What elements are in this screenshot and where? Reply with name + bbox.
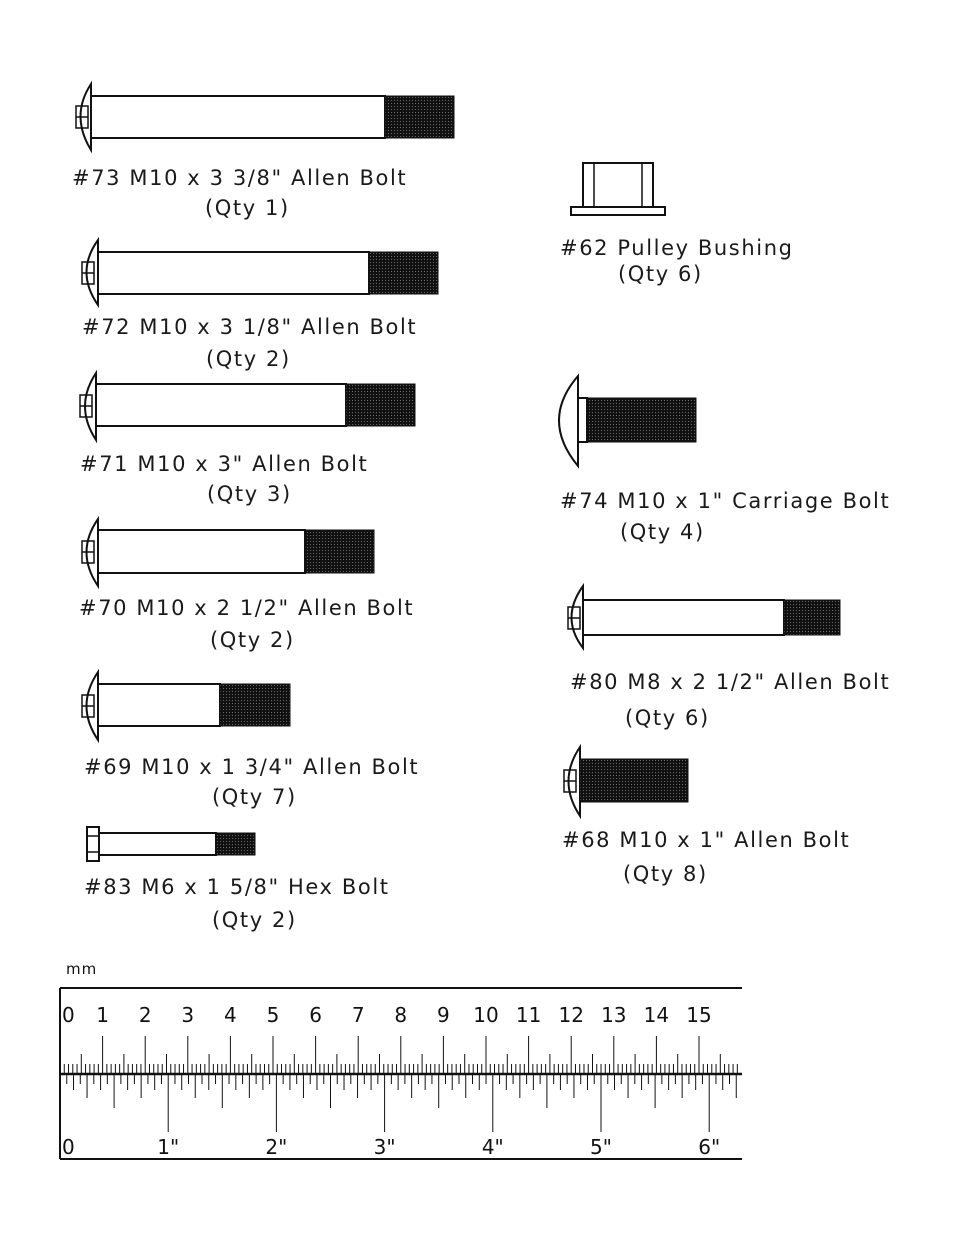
ruler-mm-unit: mm xyxy=(66,960,98,978)
bolt-80-drawing xyxy=(567,582,841,651)
part-69-qty: (Qty 7) xyxy=(212,785,297,809)
part-74-qty: (Qty 4) xyxy=(620,520,705,544)
part-72-label: #72 M10 x 3 1/8" Allen Bolt xyxy=(82,315,418,339)
bolt-69-drawing xyxy=(81,668,291,744)
cm-label: 8 xyxy=(394,1003,407,1027)
part-83-qty: (Qty 2) xyxy=(212,908,297,932)
cm-label: 10 xyxy=(473,1003,498,1027)
inch-label: 5" xyxy=(590,1135,612,1159)
part-71-label: #71 M10 x 3" Allen Bolt xyxy=(80,452,369,476)
inch-label: 6" xyxy=(698,1135,720,1159)
cm-label: 4 xyxy=(224,1003,237,1027)
part-70-label: #70 M10 x 2 1/2" Allen Bolt xyxy=(79,596,415,620)
part-68-qty: (Qty 8) xyxy=(623,862,708,886)
part-69-label: #69 M10 x 1 3/4" Allen Bolt xyxy=(84,755,420,779)
cm-label: 15 xyxy=(686,1003,711,1027)
part-68-label: #68 M10 x 1" Allen Bolt xyxy=(562,828,851,852)
part-70-qty: (Qty 2) xyxy=(210,628,295,652)
cm-label: 6 xyxy=(309,1003,322,1027)
cm-label: 1 xyxy=(96,1003,109,1027)
inch-label: 3" xyxy=(374,1135,396,1159)
cm-label: 12 xyxy=(558,1003,583,1027)
cm-label: 0 xyxy=(62,1003,75,1027)
inch-label: 4" xyxy=(482,1135,504,1159)
part-73-label: #73 M10 x 3 3/8" Allen Bolt xyxy=(72,166,408,190)
part-71-qty: (Qty 3) xyxy=(207,482,292,506)
bolt-70-drawing xyxy=(81,515,375,590)
bolt-73-drawing xyxy=(75,80,455,154)
cm-label: 13 xyxy=(601,1003,626,1027)
bolt-72-drawing xyxy=(81,236,439,309)
inch-label: 1" xyxy=(157,1135,179,1159)
part-62-qty: (Qty 6) xyxy=(618,262,703,286)
part-73-qty: (Qty 1) xyxy=(205,196,290,220)
cm-label: 3 xyxy=(181,1003,194,1027)
part-74-label: #74 M10 x 1" Carriage Bolt xyxy=(560,489,891,513)
inch-label: 2" xyxy=(265,1135,287,1159)
part-62-label: #62 Pulley Bushing xyxy=(560,236,794,260)
bolt-74-drawing xyxy=(558,373,697,469)
cm-label: 5 xyxy=(267,1003,280,1027)
cm-label: 14 xyxy=(644,1003,669,1027)
cm-label: 2 xyxy=(139,1003,152,1027)
bolt-71-drawing xyxy=(79,369,416,444)
cm-label: 7 xyxy=(352,1003,365,1027)
inch-label: 0 xyxy=(62,1135,75,1159)
bushing-62-drawing xyxy=(570,162,666,216)
cm-label: 9 xyxy=(437,1003,450,1027)
cm-label: 11 xyxy=(516,1003,541,1027)
part-83-label: #83 M6 x 1 5/8" Hex Bolt xyxy=(84,875,390,899)
part-72-qty: (Qty 2) xyxy=(206,347,291,371)
part-80-label: #80 M8 x 2 1/2" Allen Bolt xyxy=(570,670,891,694)
bolt-68-drawing xyxy=(563,743,689,820)
bolt-83-drawing xyxy=(86,826,256,862)
part-80-qty: (Qty 6) xyxy=(625,706,710,730)
